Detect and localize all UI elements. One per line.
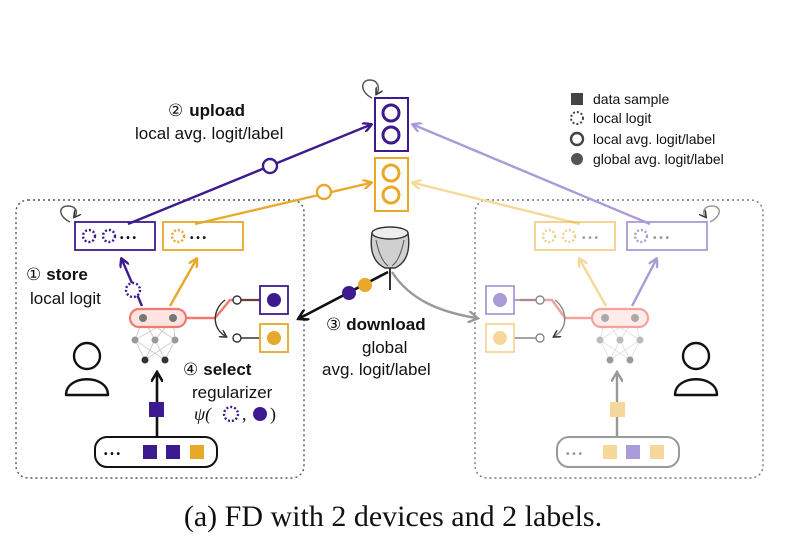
upload-arrow-gold-right	[414, 183, 581, 226]
upload-token-purple	[261, 157, 279, 175]
right-dataset-dots: • • •	[566, 449, 583, 460]
right-buffer-loop-icon	[704, 205, 720, 223]
right-dataset-sample-1	[603, 445, 617, 459]
step-download-sub2: avg. logit/label	[322, 360, 431, 379]
right-store-arrow-gold	[580, 260, 608, 307]
legend-data-sample-icon	[571, 93, 583, 105]
right-buffer-purple-dots: • • •	[653, 233, 670, 244]
legend-local-logit-icon	[570, 111, 584, 125]
left-output-layer	[128, 307, 188, 329]
left-device-panel	[15, 199, 305, 479]
legend-local-avg-label: local avg. logit/label	[593, 131, 715, 147]
right-dataset-sample-3	[650, 445, 664, 459]
select-psi-open: ψ(	[194, 404, 212, 425]
left-switch-node-2	[232, 333, 242, 343]
step-select-sub: regularizer	[192, 383, 273, 402]
right-buffer-purple: • • •	[626, 221, 708, 251]
left-hidden-node-3	[171, 336, 179, 344]
right-output-node-1	[601, 314, 609, 322]
select-psi-local-icon	[222, 405, 240, 423]
server-self-loop-icon	[362, 79, 379, 99]
server-purple-box	[374, 97, 409, 152]
left-dataset-sample-2	[166, 445, 180, 459]
left-dataset-sample-3	[190, 445, 204, 459]
left-input-sample	[149, 402, 164, 417]
right-global-purple-box	[485, 285, 515, 315]
right-select-arc-icon	[555, 299, 566, 336]
right-output-node-2	[631, 314, 639, 322]
figure-caption: (a) FD with 2 devices and 2 labels.	[183, 500, 603, 533]
select-psi-close: )	[270, 404, 276, 425]
right-input-node-2	[626, 356, 634, 364]
download-token-purple	[342, 286, 356, 300]
legend-global-avg-label: global avg. logit/label	[593, 151, 724, 167]
left-global-purple-box	[259, 285, 289, 315]
left-input-node-1	[141, 356, 149, 364]
left-regularizer-line	[186, 298, 260, 320]
server-gold-box	[374, 157, 409, 212]
right-store-arrow-purple	[630, 260, 656, 307]
left-user-icon	[64, 341, 110, 397]
legend-local-avg-icon	[569, 131, 585, 147]
upload-arrow-purple-right	[414, 125, 651, 226]
right-hidden-node-3	[636, 336, 644, 344]
right-buffers: • • •	[534, 221, 616, 251]
upload-token-gold	[315, 183, 333, 201]
select-psi-global-icon	[253, 407, 267, 421]
left-buffer-loop-icon	[60, 205, 77, 223]
right-user-icon	[673, 341, 719, 397]
right-output-layer	[590, 307, 650, 329]
legend-data-sample-label: data sample	[593, 91, 669, 107]
left-input-node-2	[161, 356, 169, 364]
right-global-gold-box	[485, 323, 515, 353]
right-dataset: • • •	[556, 436, 680, 468]
left-select-arc-icon	[214, 299, 225, 336]
left-output-node-1	[139, 314, 147, 322]
store-arrow-gold	[168, 260, 196, 307]
step-upload-sub: local avg. logit/label	[135, 124, 283, 143]
right-dataset-sample-2	[626, 445, 640, 459]
legend: data sample local logit local avg. logit…	[569, 91, 724, 167]
legend-global-avg-icon	[571, 153, 583, 165]
left-output-node-2	[169, 314, 177, 322]
left-buffer-purple: • • •	[74, 221, 156, 251]
download-token-gold	[358, 278, 372, 292]
select-psi-comma: ,	[242, 404, 247, 424]
right-buffer-gold	[534, 221, 616, 251]
left-global-gold-box	[259, 323, 289, 353]
left-switch-node-1	[232, 295, 242, 305]
store-arrow-purple	[122, 260, 144, 307]
left-dataset: • • •	[94, 436, 218, 468]
right-input-sample	[610, 402, 625, 417]
right-switch-node-1	[535, 295, 545, 305]
step-store-sub: local logit	[30, 289, 101, 308]
step-download-sub1: global	[362, 338, 407, 357]
right-regularizer-line	[520, 298, 592, 320]
upload-arrow-gold	[194, 183, 370, 226]
left-hidden-node-2	[151, 336, 159, 344]
download-arrow-right	[390, 271, 476, 318]
server-icon	[370, 226, 410, 290]
left-buffer-gold-dots: • • •	[190, 233, 207, 244]
store-token-purple	[124, 281, 142, 299]
right-device-panel	[474, 199, 764, 479]
left-buffer-purple-dots: • • •	[120, 233, 137, 244]
left-buffer-gold: • • •	[162, 221, 244, 251]
right-input-node-1	[606, 356, 614, 364]
left-hidden-node-1	[131, 336, 139, 344]
legend-local-logit-label: local logit	[593, 110, 651, 126]
left-dataset-dots: • • •	[104, 449, 121, 460]
right-buffer-gold-dots: • • •	[582, 233, 599, 244]
left-dataset-sample-1	[143, 445, 157, 459]
upload-arrow-purple	[127, 125, 370, 226]
right-switch-node-2	[535, 333, 545, 343]
right-hidden-node-1	[596, 336, 604, 344]
right-hidden-node-2	[616, 336, 624, 344]
